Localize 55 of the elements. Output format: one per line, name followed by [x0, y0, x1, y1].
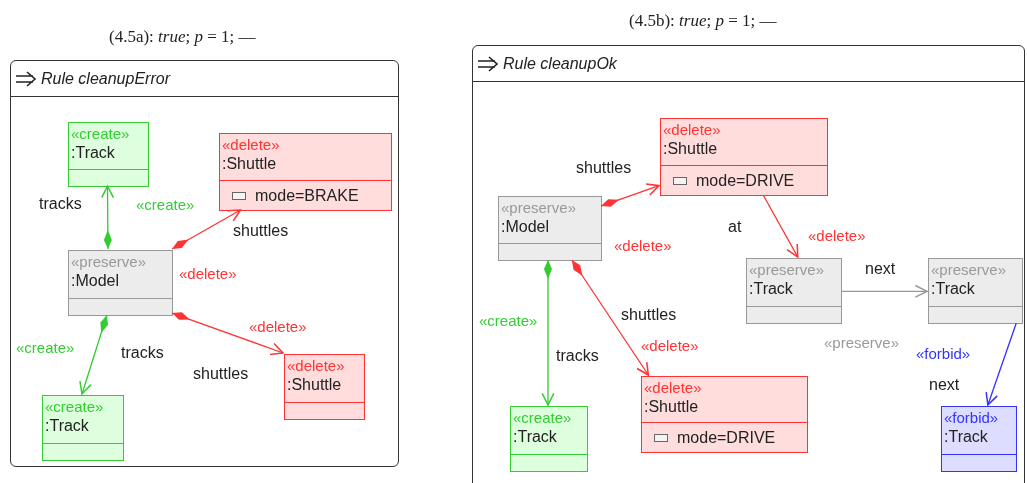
object-box: [498, 196, 602, 261]
stereotype-label: «delete»: [287, 356, 345, 375]
composition-arrow: [101, 185, 115, 250]
object-box: [641, 376, 808, 453]
object-name: :Track: [71, 143, 115, 162]
stereotype-label: «create»: [45, 397, 104, 416]
object-name: :Track: [45, 416, 89, 435]
object-name: :Track: [749, 279, 793, 298]
object-name: :Track: [944, 427, 988, 446]
association-arrow: [985, 322, 1017, 406]
figure-caption: (4.5b): true; p = 1; —: [628, 12, 778, 30]
stereotype-label: «create»: [71, 124, 130, 143]
object-box: [68, 250, 173, 316]
composition-arrow: [79, 314, 108, 395]
association-arrow: [840, 284, 928, 298]
object-name: :Shuttle: [644, 397, 699, 416]
stereotype-label: «preserve»: [71, 252, 147, 271]
object-box: [42, 395, 124, 461]
object-box: [941, 406, 1017, 472]
stereotype-label: «preserve»: [501, 198, 577, 217]
composition-arrow: [571, 259, 650, 376]
object-name: :Shuttle: [222, 154, 277, 173]
object-box: [660, 118, 828, 196]
stereotype-label: «preserve»: [749, 260, 825, 279]
frame-title: Rule cleanupOk: [503, 54, 617, 73]
stereotype-label: «create»: [513, 408, 572, 427]
stereotype-label: «preserve»: [931, 260, 1007, 279]
object-name: :Model: [71, 271, 120, 290]
attribute-text: mode=BRAKE: [255, 186, 359, 205]
rule-frame: [10, 60, 399, 467]
object-name: :Track: [513, 427, 557, 446]
frame-title: Rule cleanupError: [41, 69, 170, 88]
stereotype-label: «delete»: [222, 135, 280, 154]
composition-arrow: [171, 209, 242, 250]
object-box: [219, 133, 392, 211]
stereotype-label: «delete»: [663, 120, 721, 139]
attribute-text: mode=DRIVE: [677, 428, 776, 447]
figure-caption: (4.5a): true; p = 1; —: [108, 28, 257, 46]
object-box: [928, 258, 1023, 324]
object-box: [746, 258, 842, 324]
object-box: [284, 354, 365, 420]
object-name: :Track: [931, 279, 975, 298]
object-name: :Shuttle: [663, 139, 718, 158]
attribute-text: mode=DRIVE: [696, 171, 795, 190]
object-name: :Model: [501, 217, 550, 236]
association-arrow: [762, 194, 799, 258]
object-name: :Shuttle: [287, 375, 342, 394]
stereotype-label: «forbid»: [944, 408, 999, 427]
rule-frame: [472, 45, 1025, 483]
object-box: [510, 406, 588, 472]
composition-arrow: [171, 312, 284, 356]
stereotype-label: «delete»: [644, 378, 702, 397]
object-box: [68, 122, 149, 187]
composition-arrow: [600, 183, 660, 207]
composition-arrow: [541, 259, 555, 406]
